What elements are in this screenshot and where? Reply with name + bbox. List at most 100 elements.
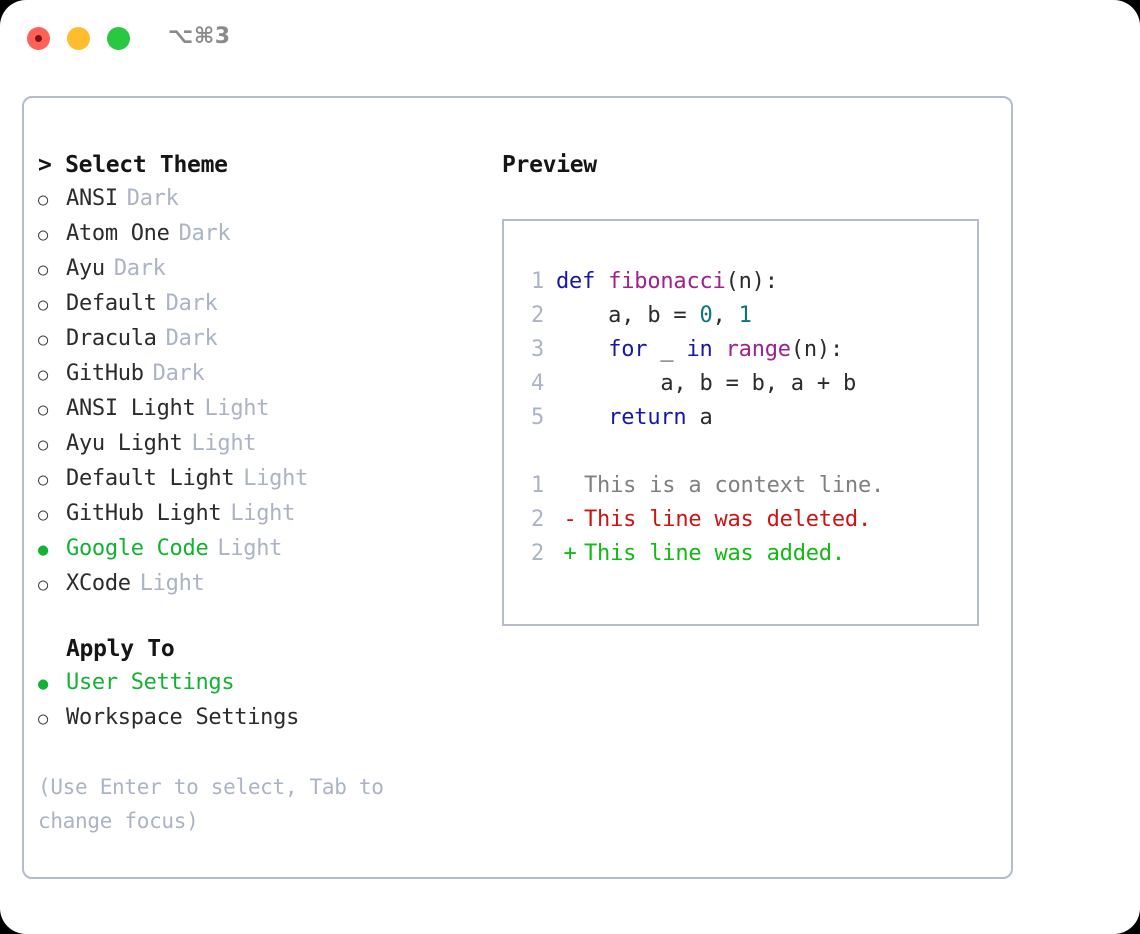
diff-line-number: 1 <box>530 473 544 498</box>
code-token-kw: return <box>608 405 687 430</box>
theme-option-ansi[interactable]: ○ ANSI Dark <box>38 182 478 217</box>
code-token-kw: in <box>686 337 713 362</box>
title-bar: ⌥⌘3 <box>0 0 1140 78</box>
theme-option-variant-tag: Dark <box>178 221 231 246</box>
code-line-text: a, b = 0, 1 <box>556 299 752 333</box>
code-line: 2 a, b = 0, 1 <box>518 299 971 333</box>
radio-unselected-icon: ○ <box>38 295 48 315</box>
theme-option-ayu-light[interactable]: ○ Ayu Light Light <box>38 427 478 462</box>
radio-unselected-icon: ○ <box>38 330 48 350</box>
code-token-plain: a, b = <box>556 303 700 328</box>
code-token-plain: (n): <box>725 269 778 294</box>
diff-marker: - <box>563 507 577 532</box>
radio-unselected-icon: ○ <box>38 505 48 525</box>
code-line: 5 return a <box>518 401 971 435</box>
code-line: 4 a, b = b, a + b <box>518 367 971 401</box>
theme-option-variant-tag: Light <box>191 431 257 456</box>
theme-option-variant-tag: Dark <box>152 361 205 386</box>
diff-line-add: 2+This line was added. <box>518 537 971 571</box>
radio-unselected-icon: ○ <box>38 575 48 595</box>
code-line-text: for _ in range(n): <box>556 333 843 367</box>
diff-sample: 1 This is a context line.2-This line was… <box>518 469 971 571</box>
theme-option-label: XCode <box>66 571 131 596</box>
theme-option-label: Ayu Light <box>66 431 183 456</box>
code-token-plain <box>595 269 608 294</box>
code-token-plain <box>713 337 726 362</box>
theme-option-github-light[interactable]: ○ GitHub Light Light <box>38 497 478 532</box>
apply-to-list[interactable]: ●User Settings○Workspace Settings <box>38 666 478 736</box>
diff-line-text: This line was added. <box>584 541 845 566</box>
theme-option-label: ANSI Light <box>66 396 196 421</box>
code-token-plain: a, b = b, a + b <box>556 371 857 396</box>
code-line-number: 2 <box>530 303 544 328</box>
apply-to-option-label: User Settings <box>66 670 235 695</box>
theme-option-google-code[interactable]: ● Google Code Light <box>38 532 478 567</box>
code-token-kw: for <box>608 337 648 362</box>
diff-line-context: 1 This is a context line. <box>518 469 971 503</box>
preview-title: Preview <box>502 152 597 178</box>
code-line-number: 4 <box>530 371 544 396</box>
code-token-fn: fibonacci <box>608 269 726 294</box>
diff-line-del: 2-This line was deleted. <box>518 503 971 537</box>
code-token-plain <box>556 337 608 362</box>
code-token-plain <box>556 405 608 430</box>
select-theme-heading: > Select Theme <box>38 152 228 178</box>
theme-option-ayu[interactable]: ○ Ayu Dark <box>38 252 478 287</box>
close-window-button[interactable] <box>27 27 50 50</box>
theme-option-label: GitHub <box>66 361 144 386</box>
minimize-window-button[interactable] <box>67 27 90 50</box>
theme-option-variant-tag: Light <box>230 501 296 526</box>
diff-line-number: 2 <box>530 541 544 566</box>
theme-option-default[interactable]: ○ Default Dark <box>38 287 478 322</box>
diff-line-text: This line was deleted. <box>584 507 871 532</box>
keyboard-shortcut-label: ⌥⌘3 <box>168 24 231 49</box>
code-line: 3 for _ in range(n): <box>518 333 971 367</box>
code-line-number: 3 <box>530 337 544 362</box>
radio-unselected-icon: ○ <box>38 709 48 729</box>
diff-marker <box>556 469 584 503</box>
radio-unselected-icon: ○ <box>38 260 48 280</box>
radio-unselected-icon: ○ <box>38 225 48 245</box>
theme-option-label: GitHub Light <box>66 501 222 526</box>
theme-option-variant-tag: Dark <box>126 186 179 211</box>
radio-selected-icon: ● <box>38 540 48 560</box>
theme-option-label: Ayu <box>66 256 105 281</box>
maximize-window-button[interactable] <box>107 27 130 50</box>
theme-option-variant-tag: Light <box>217 536 283 561</box>
radio-unselected-icon: ○ <box>38 190 48 210</box>
code-token-plain: , <box>712 303 739 328</box>
code-token-plain: a <box>686 405 713 430</box>
theme-option-label: Google Code <box>66 536 209 561</box>
theme-option-label: Default <box>66 291 157 316</box>
code-token-fn: range <box>725 337 791 362</box>
radio-unselected-icon: ○ <box>38 435 48 455</box>
theme-option-variant-tag: Dark <box>113 256 166 281</box>
code-line-text: return a <box>556 401 713 435</box>
code-token-plain: (n): <box>790 337 844 362</box>
radio-unselected-icon: ○ <box>38 470 48 490</box>
diff-line-number: 2 <box>530 507 544 532</box>
code-token-kw: def <box>556 269 596 294</box>
theme-option-label: Dracula <box>66 326 157 351</box>
code-line-text: def fibonacci(n): <box>556 265 778 299</box>
apply-to-heading: Apply To <box>66 636 175 662</box>
theme-option-label: ANSI <box>66 186 118 211</box>
apply-to-option-workspace-settings[interactable]: ○Workspace Settings <box>38 701 478 736</box>
apply-to-group: Apply To ●User Settings○Workspace Settin… <box>38 632 478 736</box>
apply-to-option-user-settings[interactable]: ●User Settings <box>38 666 478 701</box>
theme-option-variant-tag: Dark <box>165 291 218 316</box>
code-line-number: 1 <box>530 269 544 294</box>
